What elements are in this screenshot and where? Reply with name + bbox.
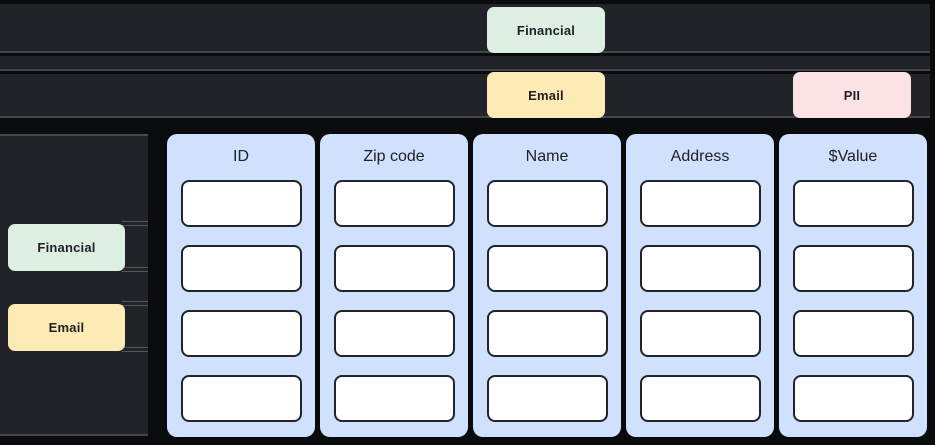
column-header: Address xyxy=(670,148,730,165)
cell-box[interactable] xyxy=(180,375,302,422)
cell-box[interactable] xyxy=(180,310,302,357)
column-value: $Value xyxy=(779,134,927,437)
tag-financial-side[interactable]: Financial xyxy=(8,224,125,271)
cell-box[interactable] xyxy=(180,180,302,227)
tag-label: Email xyxy=(48,320,85,335)
column-header: $Value xyxy=(828,148,878,165)
top-row-band-1 xyxy=(0,4,930,53)
column-cells xyxy=(779,180,927,422)
top-row-band-3 xyxy=(0,74,930,118)
tag-email-top[interactable]: Email xyxy=(487,72,605,118)
column-cells xyxy=(626,180,774,422)
row-divider xyxy=(122,347,148,352)
cell-box[interactable] xyxy=(792,180,914,227)
cell-box[interactable] xyxy=(486,245,608,292)
column-header: Zip code xyxy=(363,148,425,165)
tag-email-side[interactable]: Email xyxy=(8,304,125,351)
column-cells xyxy=(473,180,621,422)
cell-box[interactable] xyxy=(792,245,914,292)
column-cells xyxy=(320,180,468,422)
cell-box[interactable] xyxy=(792,375,914,422)
tag-pii[interactable]: PII xyxy=(793,72,911,118)
cell-box[interactable] xyxy=(486,180,608,227)
column-header: Name xyxy=(525,148,569,165)
row-divider xyxy=(122,221,148,226)
cell-box[interactable] xyxy=(639,245,761,292)
row-divider xyxy=(122,267,148,272)
tag-label: Email xyxy=(528,87,564,103)
tag-financial-top[interactable]: Financial xyxy=(487,7,605,53)
cell-box[interactable] xyxy=(486,310,608,357)
column-id: ID xyxy=(167,134,315,437)
column-header: ID xyxy=(233,148,249,165)
side-panel xyxy=(0,134,148,436)
column-zip-code: Zip code xyxy=(320,134,468,437)
column-name: Name xyxy=(473,134,621,437)
cell-box[interactable] xyxy=(333,310,455,357)
tag-label: Financial xyxy=(516,22,576,38)
tag-label: Financial xyxy=(37,240,96,255)
row-divider xyxy=(122,301,148,306)
cell-box[interactable] xyxy=(180,245,302,292)
top-row-band-2 xyxy=(0,56,930,71)
cell-box[interactable] xyxy=(486,375,608,422)
tag-label: PII xyxy=(843,87,861,103)
cell-box[interactable] xyxy=(333,245,455,292)
cell-box[interactable] xyxy=(792,310,914,357)
column-address: Address xyxy=(626,134,774,437)
cell-box[interactable] xyxy=(639,180,761,227)
cell-box[interactable] xyxy=(333,180,455,227)
cell-box[interactable] xyxy=(639,375,761,422)
column-cells xyxy=(167,180,315,422)
cell-box[interactable] xyxy=(333,375,455,422)
cell-box[interactable] xyxy=(639,310,761,357)
